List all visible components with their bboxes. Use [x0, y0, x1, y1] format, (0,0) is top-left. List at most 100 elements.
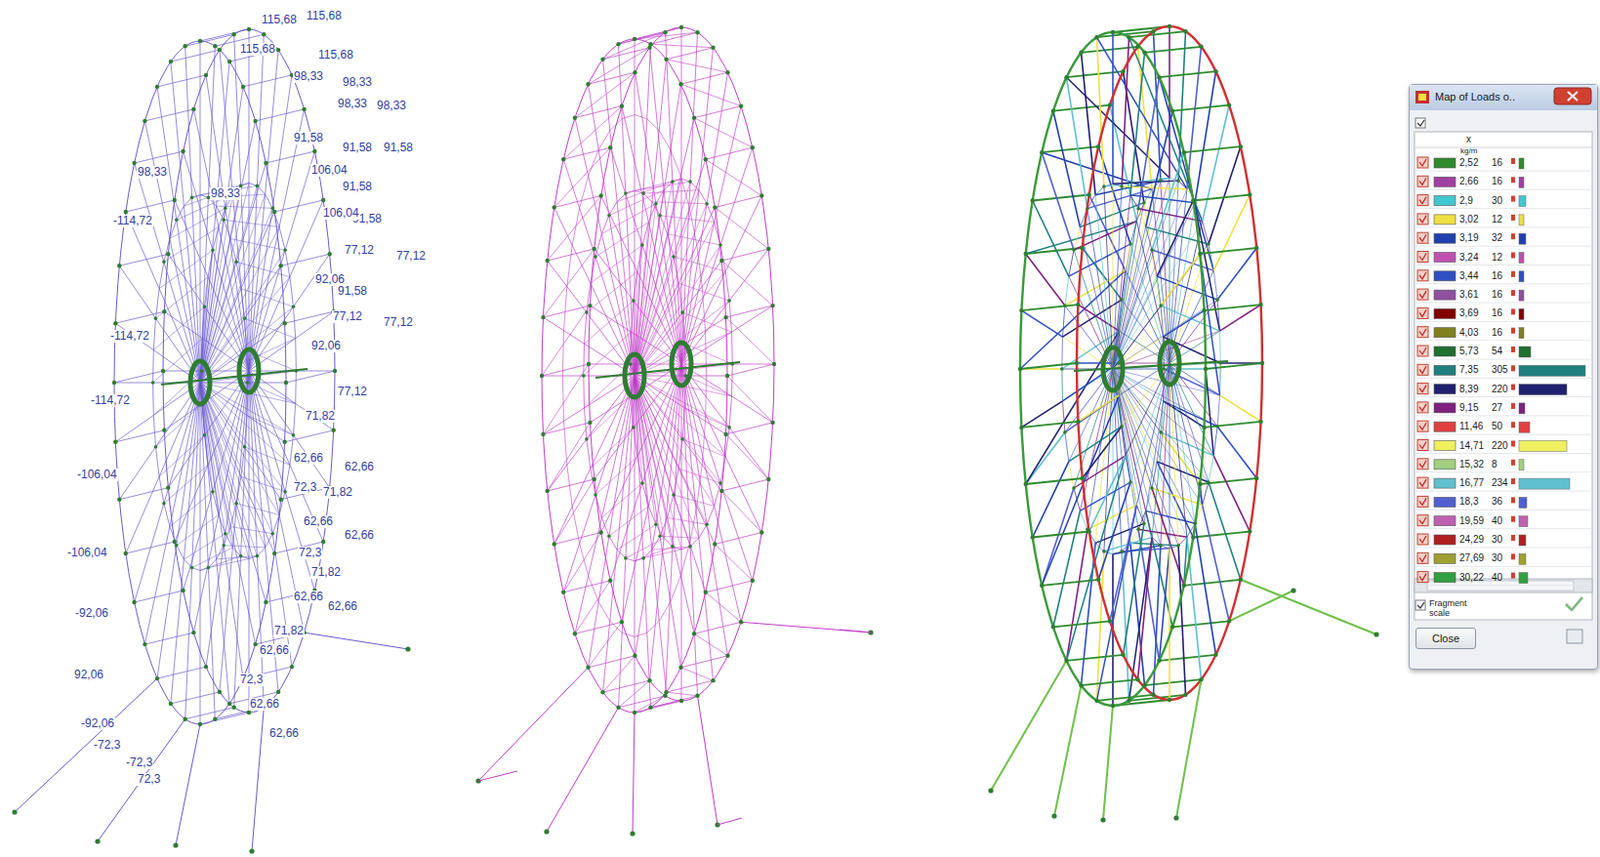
load-value: 62,66 — [292, 590, 325, 604]
node-dot — [1102, 549, 1107, 554]
node-dot — [331, 428, 336, 433]
element-count: 220 — [1491, 383, 1509, 396]
row-checkbox — [1417, 477, 1429, 489]
row-checkbox — [1417, 327, 1429, 338]
node-dot — [252, 642, 257, 647]
count-marker — [1511, 421, 1516, 428]
brace — [595, 456, 638, 495]
table-area — [1414, 131, 1593, 620]
node-dot — [190, 566, 195, 571]
inner-ring — [586, 439, 591, 469]
lattice — [694, 118, 753, 149]
node-dot — [263, 161, 268, 165]
count-marker — [1511, 176, 1516, 183]
node-dot — [162, 260, 166, 265]
spoke — [729, 427, 769, 480]
load-value: 91,58 — [382, 141, 414, 155]
node-dot — [648, 705, 653, 710]
brace — [200, 382, 233, 548]
node-dot — [162, 309, 166, 314]
legend-value: 5,73 — [1459, 345, 1478, 358]
inner-ring — [1178, 180, 1188, 190]
node-dot — [640, 243, 645, 247]
spoke — [157, 86, 177, 220]
spoke — [1089, 455, 1126, 533]
node-dot — [11, 809, 17, 815]
inner-ring — [601, 215, 610, 235]
brace — [634, 181, 691, 191]
title-bar — [1409, 84, 1598, 111]
brace — [200, 185, 257, 383]
inner-ring — [706, 505, 715, 525]
legend-swatch — [1434, 459, 1456, 470]
inner-ring — [1068, 249, 1074, 277]
spoke — [732, 364, 775, 366]
node-dot — [94, 838, 100, 844]
node-dot — [123, 551, 128, 556]
lattice — [681, 83, 742, 107]
load-value: -106,04 — [76, 468, 119, 482]
node-dot — [294, 369, 299, 373]
rung — [694, 106, 741, 119]
legend-value: 18,3 — [1459, 495, 1478, 508]
node-dot — [1198, 44, 1203, 49]
rung — [125, 200, 175, 212]
node-dot — [712, 541, 717, 546]
load-value: 115,68 — [305, 9, 343, 23]
rung — [1053, 105, 1110, 112]
lattice — [705, 592, 741, 623]
spoke — [245, 265, 282, 319]
spoke — [293, 435, 330, 489]
support-leg — [14, 678, 158, 813]
brace — [590, 427, 634, 469]
node-dot — [204, 73, 208, 78]
node-dot — [1215, 424, 1220, 429]
spoke — [681, 178, 683, 365]
node-dot — [172, 539, 177, 544]
count-bar — [1518, 421, 1530, 433]
row-checkbox — [1417, 195, 1429, 206]
rung — [705, 580, 753, 593]
load-value: -106,04 — [66, 546, 109, 560]
legend-value: 7,35 — [1459, 364, 1478, 376]
node-dot — [1183, 29, 1188, 34]
inner-ring — [294, 338, 297, 371]
spoke — [157, 545, 177, 679]
spoke — [205, 533, 226, 667]
spoke — [673, 159, 706, 257]
spoke — [1104, 186, 1113, 370]
node-dot — [1119, 184, 1124, 189]
node-dot — [680, 437, 685, 442]
rung — [115, 430, 165, 443]
node-dot — [168, 59, 173, 64]
lattice — [588, 149, 600, 176]
load-value: 62,66 — [248, 697, 281, 711]
inner-ring — [642, 483, 649, 506]
inner-ring — [1156, 276, 1161, 306]
row-check — [1419, 479, 1427, 487]
node-dot — [1215, 297, 1220, 302]
legend-value: 3,69 — [1459, 307, 1478, 320]
load-value: 72,3 — [239, 673, 264, 687]
rung — [157, 666, 206, 679]
close-button: Close — [1415, 627, 1477, 650]
spoke — [1021, 310, 1063, 337]
inner-ring — [616, 193, 626, 203]
inner-ring — [1144, 523, 1152, 537]
hub — [624, 354, 645, 398]
row-line — [1414, 359, 1593, 361]
row-checkbox — [1417, 157, 1429, 168]
element-count: 305 — [1491, 364, 1509, 376]
node-dot — [276, 47, 281, 52]
node-dot — [1192, 522, 1197, 527]
load-value: 62,66 — [343, 529, 375, 542]
inner-ring — [153, 414, 156, 447]
brace — [634, 375, 664, 538]
count-marker — [1511, 573, 1516, 579]
legend-swatch — [1434, 196, 1456, 206]
hub — [1103, 347, 1123, 391]
lattice — [714, 207, 769, 250]
inner-ring — [156, 288, 161, 320]
spoke — [1077, 395, 1119, 422]
legend-value: 3,02 — [1459, 213, 1478, 226]
